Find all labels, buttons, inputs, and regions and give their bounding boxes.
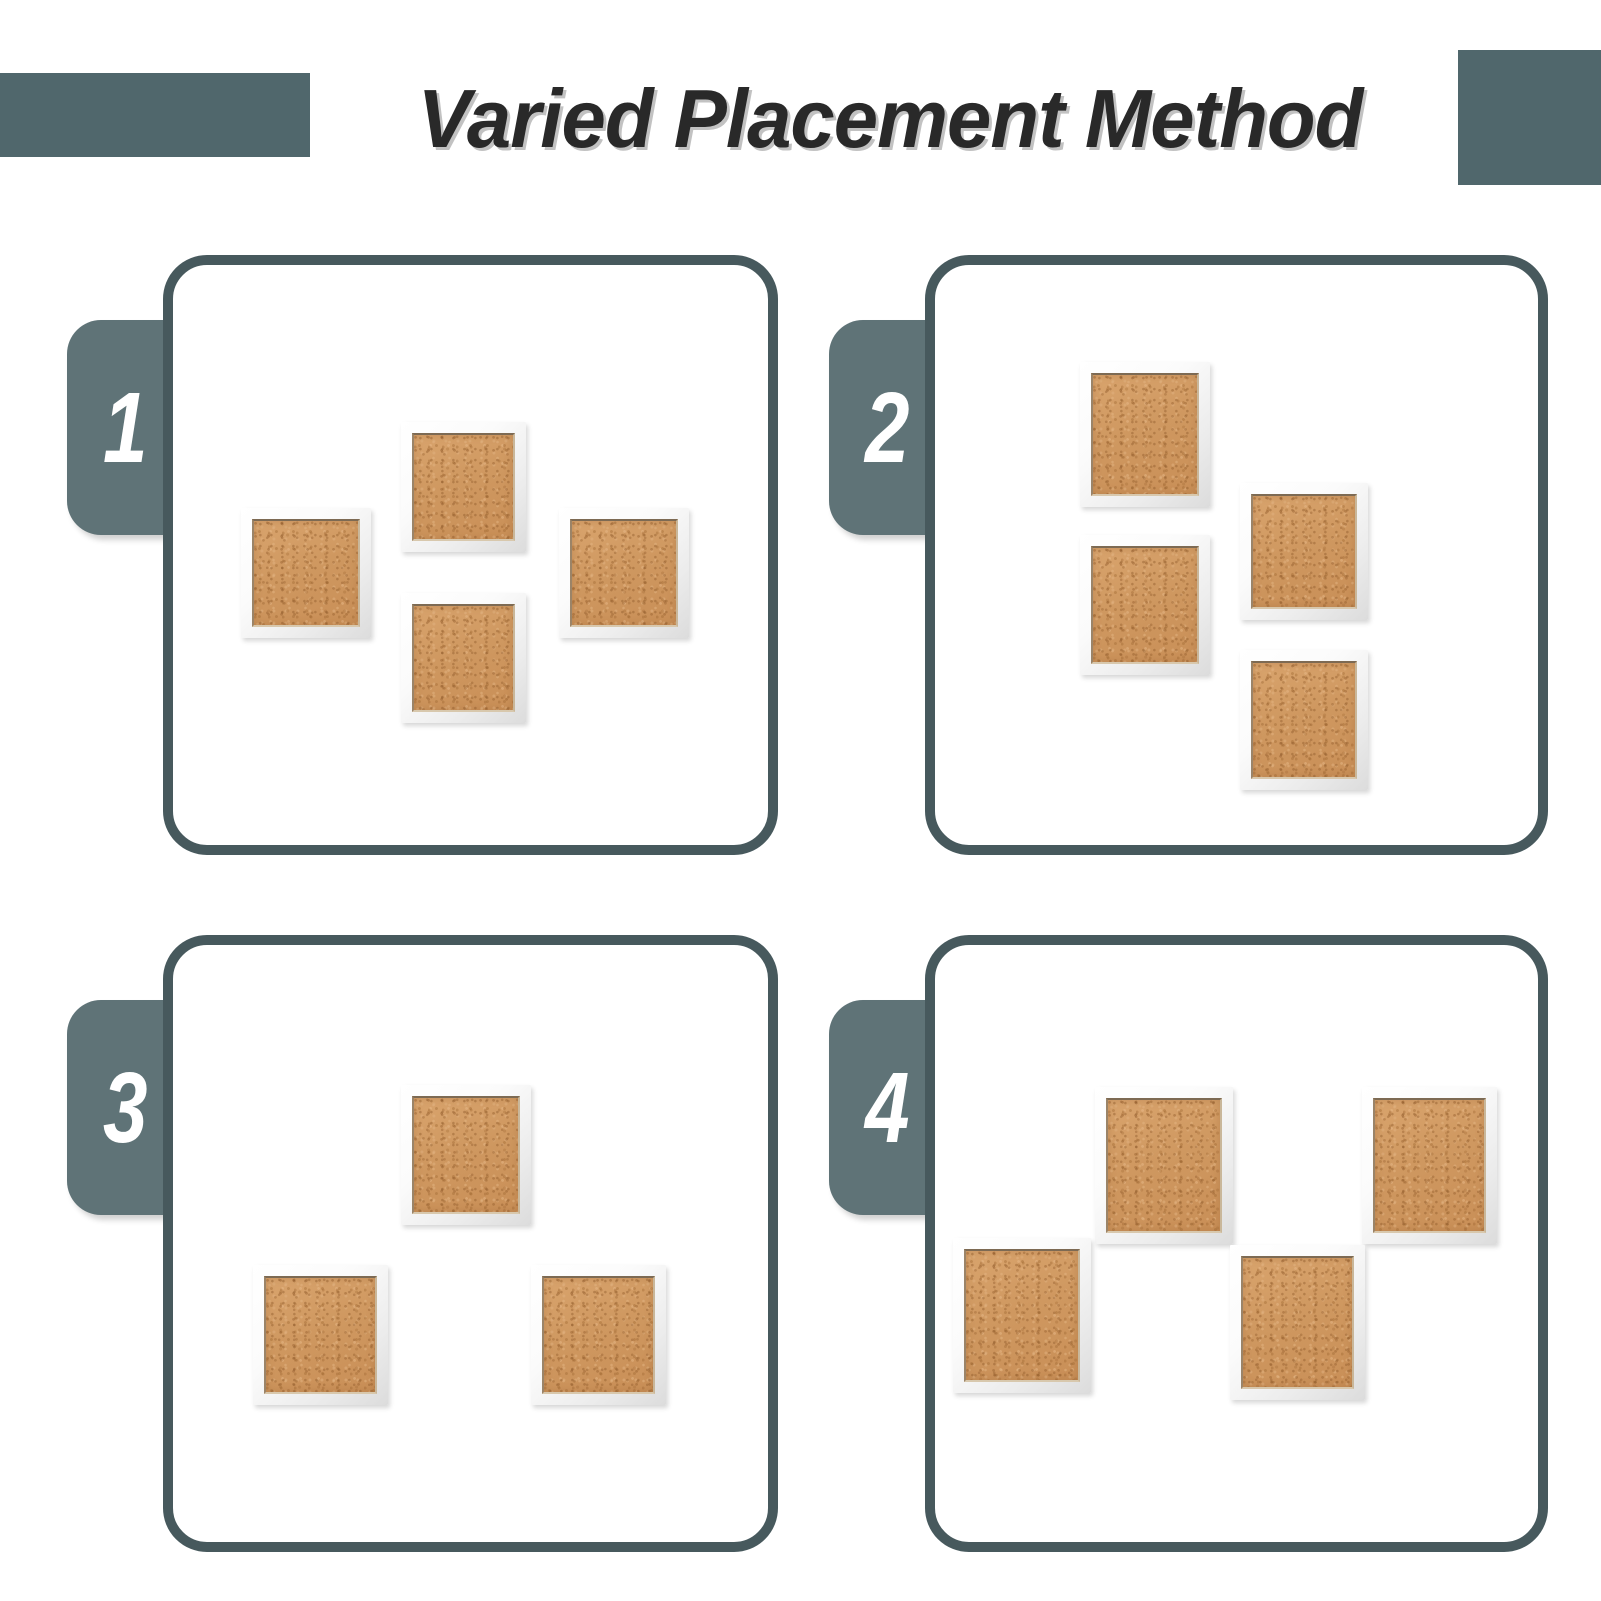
panel-4-frame-top-right[interactable] bbox=[1362, 1087, 1497, 1244]
panel-2-frame-bottom-right[interactable] bbox=[1240, 650, 1368, 790]
panel-1-frame-left[interactable] bbox=[241, 508, 371, 638]
panel-3[interactable]: 3 bbox=[67, 935, 778, 1552]
panel-4-frame-bottom-mid[interactable] bbox=[1230, 1245, 1365, 1400]
panel-3-number-label: 3 bbox=[103, 1051, 147, 1164]
panel-2-frame-top-left[interactable] bbox=[1080, 362, 1210, 507]
panel-1-stage bbox=[163, 255, 778, 855]
cork-surface bbox=[412, 604, 515, 712]
panel-2-card bbox=[925, 255, 1548, 855]
panel-2-frame-middle-right[interactable] bbox=[1240, 483, 1368, 620]
header-accent-bar-left bbox=[0, 73, 310, 157]
cork-surface bbox=[542, 1276, 655, 1394]
cork-surface bbox=[570, 519, 678, 627]
cork-surface bbox=[1251, 494, 1357, 609]
panel-2[interactable]: 2 bbox=[829, 255, 1548, 855]
panel-3-frame-bottom-left[interactable] bbox=[253, 1265, 388, 1405]
cork-surface bbox=[1106, 1098, 1222, 1233]
panel-1-number-label: 1 bbox=[103, 371, 147, 484]
panel-2-frame-bottom-left[interactable] bbox=[1080, 535, 1210, 675]
cork-surface bbox=[412, 433, 515, 541]
panel-4-number-label: 4 bbox=[865, 1051, 909, 1164]
panel-4-stage bbox=[925, 935, 1548, 1552]
cork-surface bbox=[1091, 373, 1199, 496]
page-title: Varied Placement Method bbox=[417, 72, 1364, 165]
cork-surface bbox=[1241, 1256, 1354, 1389]
panel-4-frame-top-inner[interactable] bbox=[1095, 1087, 1233, 1244]
cork-surface bbox=[412, 1096, 520, 1214]
page-header: Varied Placement Method bbox=[0, 0, 1601, 230]
panel-2-number-label: 2 bbox=[865, 371, 909, 484]
panel-3-frame-top-center[interactable] bbox=[401, 1085, 531, 1225]
cork-surface bbox=[1373, 1098, 1486, 1233]
panel-4-frame-bottom-left[interactable] bbox=[953, 1238, 1091, 1393]
panel-1-frame-bottom[interactable] bbox=[401, 593, 526, 723]
cork-surface bbox=[1091, 546, 1199, 664]
panel-3-stage bbox=[163, 935, 778, 1552]
cork-surface bbox=[252, 519, 360, 627]
cork-surface bbox=[1251, 661, 1357, 779]
panel-3-frame-bottom-right[interactable] bbox=[531, 1265, 666, 1405]
panel-1-frame-top[interactable] bbox=[401, 422, 526, 552]
panel-1-frame-right[interactable] bbox=[559, 508, 689, 638]
cork-surface bbox=[964, 1249, 1080, 1382]
panel-1[interactable]: 1 bbox=[67, 255, 778, 855]
cork-surface bbox=[264, 1276, 377, 1394]
panel-3-card bbox=[163, 935, 778, 1552]
panel-4[interactable]: 4 bbox=[829, 935, 1548, 1552]
panel-2-stage bbox=[925, 255, 1548, 855]
header-accent-bar-right bbox=[1458, 50, 1601, 185]
